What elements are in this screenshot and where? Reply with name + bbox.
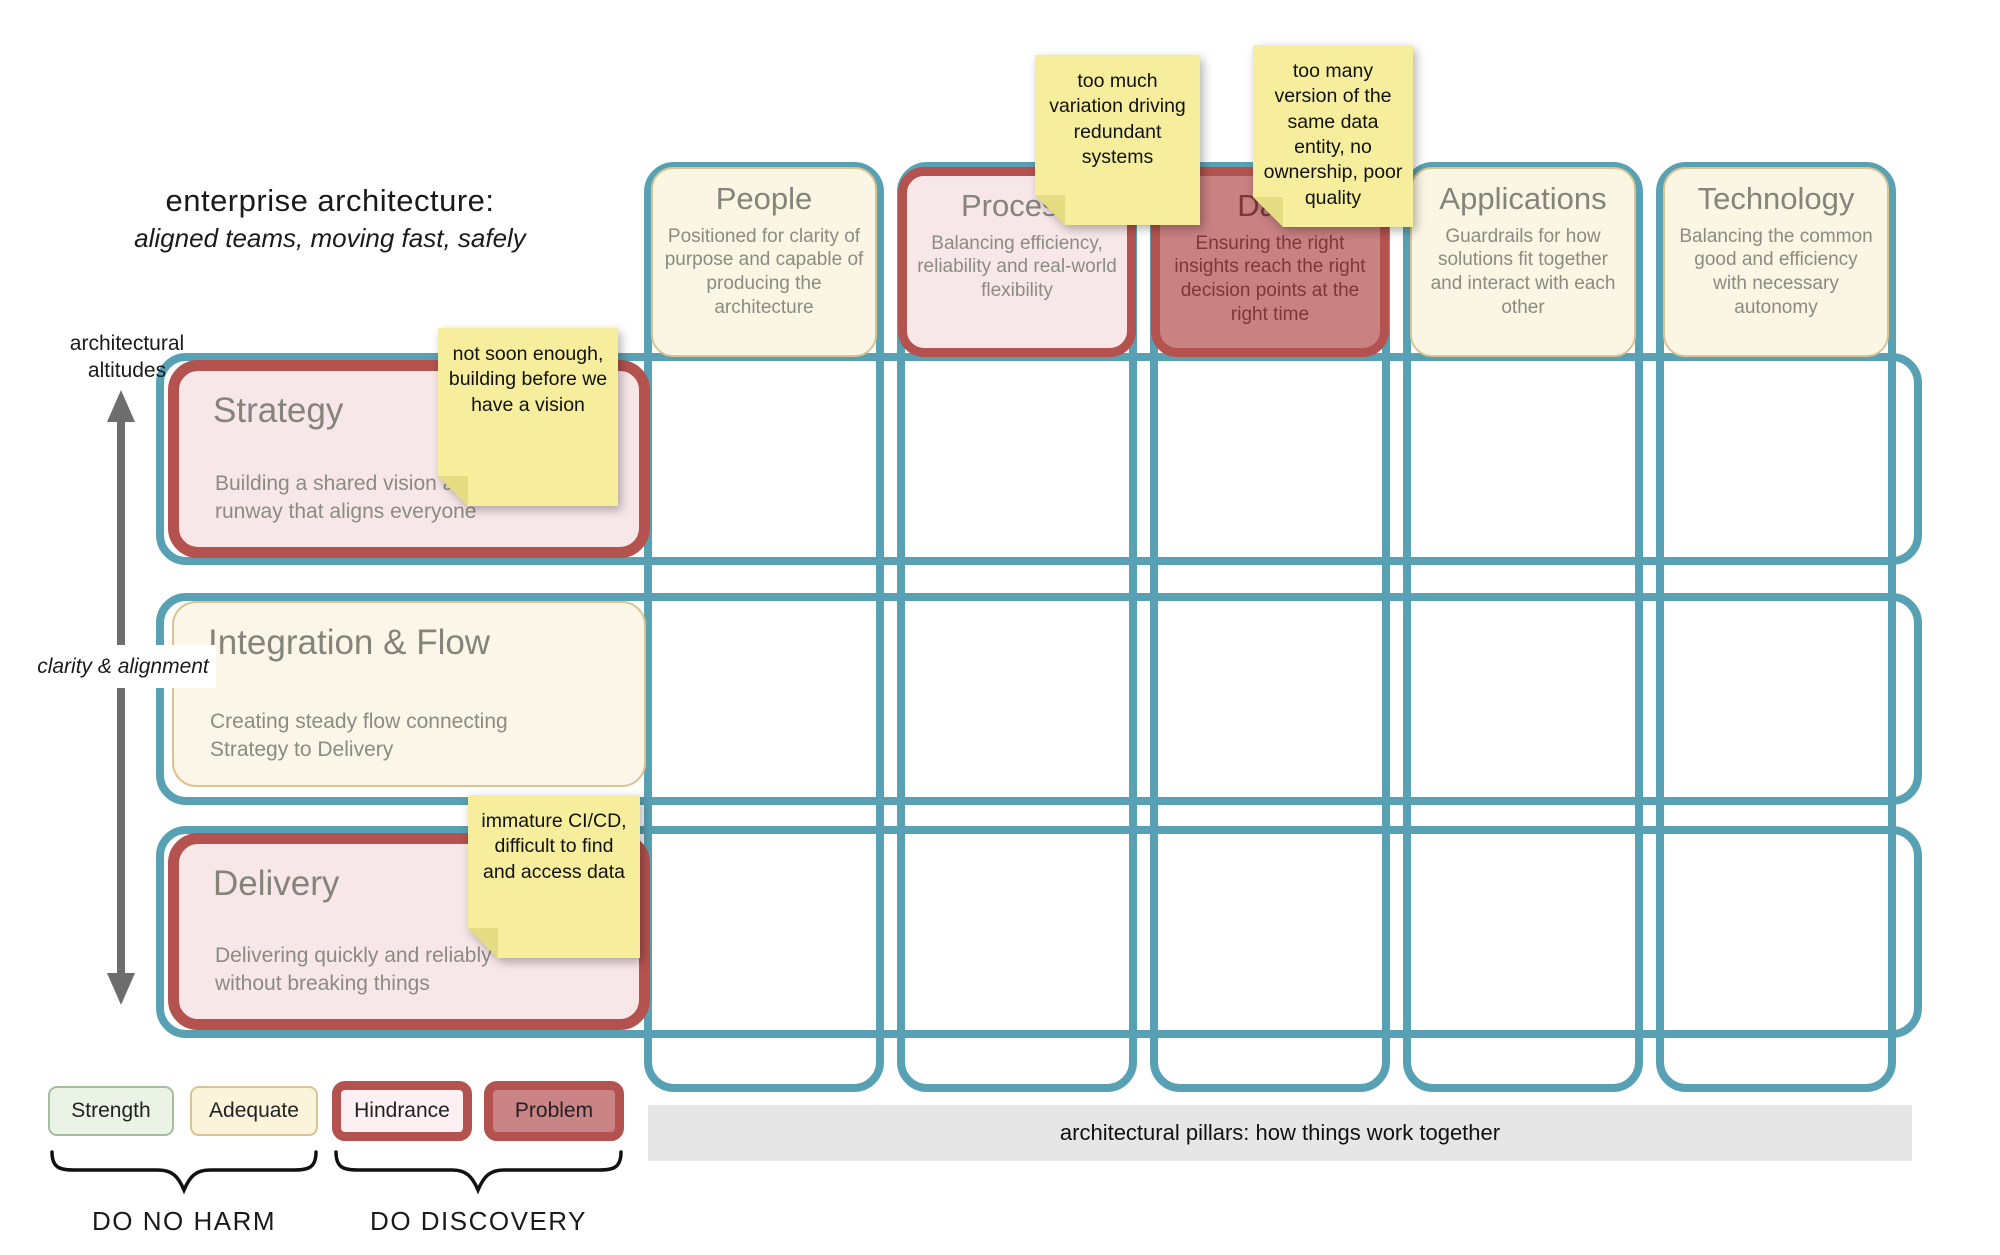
altitude-title: Integration & Flow [208,623,491,662]
pillar-card-technology: Technology Balancing the common good and… [1663,167,1889,357]
sticky-fold-corner [1035,195,1065,225]
sticky-note-data: too many version of the same data entity… [1253,45,1413,227]
axis-label-clarity-alignment: clarity & alignment [30,645,216,689]
sticky-note-text: too much variation driving redundant sys… [1049,70,1186,169]
pillar-description: Balancing the common good and efficiency… [1679,225,1873,318]
pillar-card-applications: Applications Guardrails for how solution… [1410,167,1636,357]
sticky-fold-corner [438,476,468,506]
pillar-title: Technology [1697,181,1855,216]
grid-row-delivery [156,826,1922,1038]
legend-chip-adequate: Adequate [190,1086,318,1136]
brace-icon [334,1150,623,1195]
pillar-card-people: People Positioned for clarity of purpose… [651,167,877,357]
pillar-description: Balancing efficiency, reliability and re… [917,232,1117,302]
legend-chip-label: Strength [71,1099,151,1122]
legend-chip-hindrance: Hindrance [332,1081,472,1141]
altitude-title: Strategy [213,391,344,430]
brace-icon [50,1150,318,1195]
altitude-description: Creating steady flow connecting Strategy… [210,710,508,761]
pillar-description: Positioned for clarity of purpose and ca… [664,225,864,318]
altitude-title: Delivery [213,864,340,903]
grid-column-people [644,162,884,1092]
legend-group-do-no-harm: DO NO HARM [92,1206,276,1236]
grid-column-process [897,162,1137,1092]
grid-column-applications [1403,162,1643,1092]
altitude-description: Building a shared vision and runway that… [215,472,478,523]
sticky-note-text: too many version of the same data entity… [1263,60,1403,209]
pillar-title: Applications [1439,181,1607,216]
page-title: enterprise architecture: aligned teams, … [60,183,600,254]
legend-chip-label: Problem [514,1099,594,1122]
grid-row-strategy [156,353,1922,565]
sticky-note-delivery: immature CI/CD, difficult to find and ac… [468,795,640,958]
pillar-description: Ensuring the right insights reach the ri… [1174,232,1366,325]
legend-group-do-discovery: DO DISCOVERY [370,1206,587,1236]
sticky-note-process: too much variation driving redundant sys… [1035,55,1200,225]
legend-chip-problem: Problem [484,1081,624,1141]
altitude-arrow-shaft [117,414,125,986]
legend-chip-strength: Strength [48,1086,174,1136]
grid-row-integration-flow [156,593,1922,805]
pillars-footer-label: architectural pillars: how things work t… [1059,1120,1501,1145]
title-line-2: aligned teams, moving fast, safely [134,223,526,253]
pillar-title: People [715,181,813,216]
axis-label-architectural-altitudes: architectural altitudes [69,332,185,383]
legend-chip-label: Hindrance [354,1099,450,1122]
altitude-arrow-down-icon [107,973,135,1005]
sticky-note-text: not soon enough, building before we have… [448,343,608,416]
sticky-fold-corner [1253,197,1283,227]
grid-column-technology [1656,162,1896,1092]
title-line-1: enterprise architecture: [165,183,495,218]
pillar-description: Guardrails for how solutions fit togethe… [1430,225,1616,318]
sticky-fold-corner [468,928,498,958]
pillars-footer-bar: architectural pillars: how things work t… [648,1105,1912,1161]
altitude-card-integration-flow: Integration & Flow Creating steady flow … [172,601,646,787]
altitude-description: Delivering quickly and reliably without … [215,944,492,995]
sticky-note-text: immature CI/CD, difficult to find and ac… [481,810,627,883]
sticky-note-strategy: not soon enough, building before we have… [438,328,618,506]
legend-chip-label: Adequate [209,1099,299,1122]
